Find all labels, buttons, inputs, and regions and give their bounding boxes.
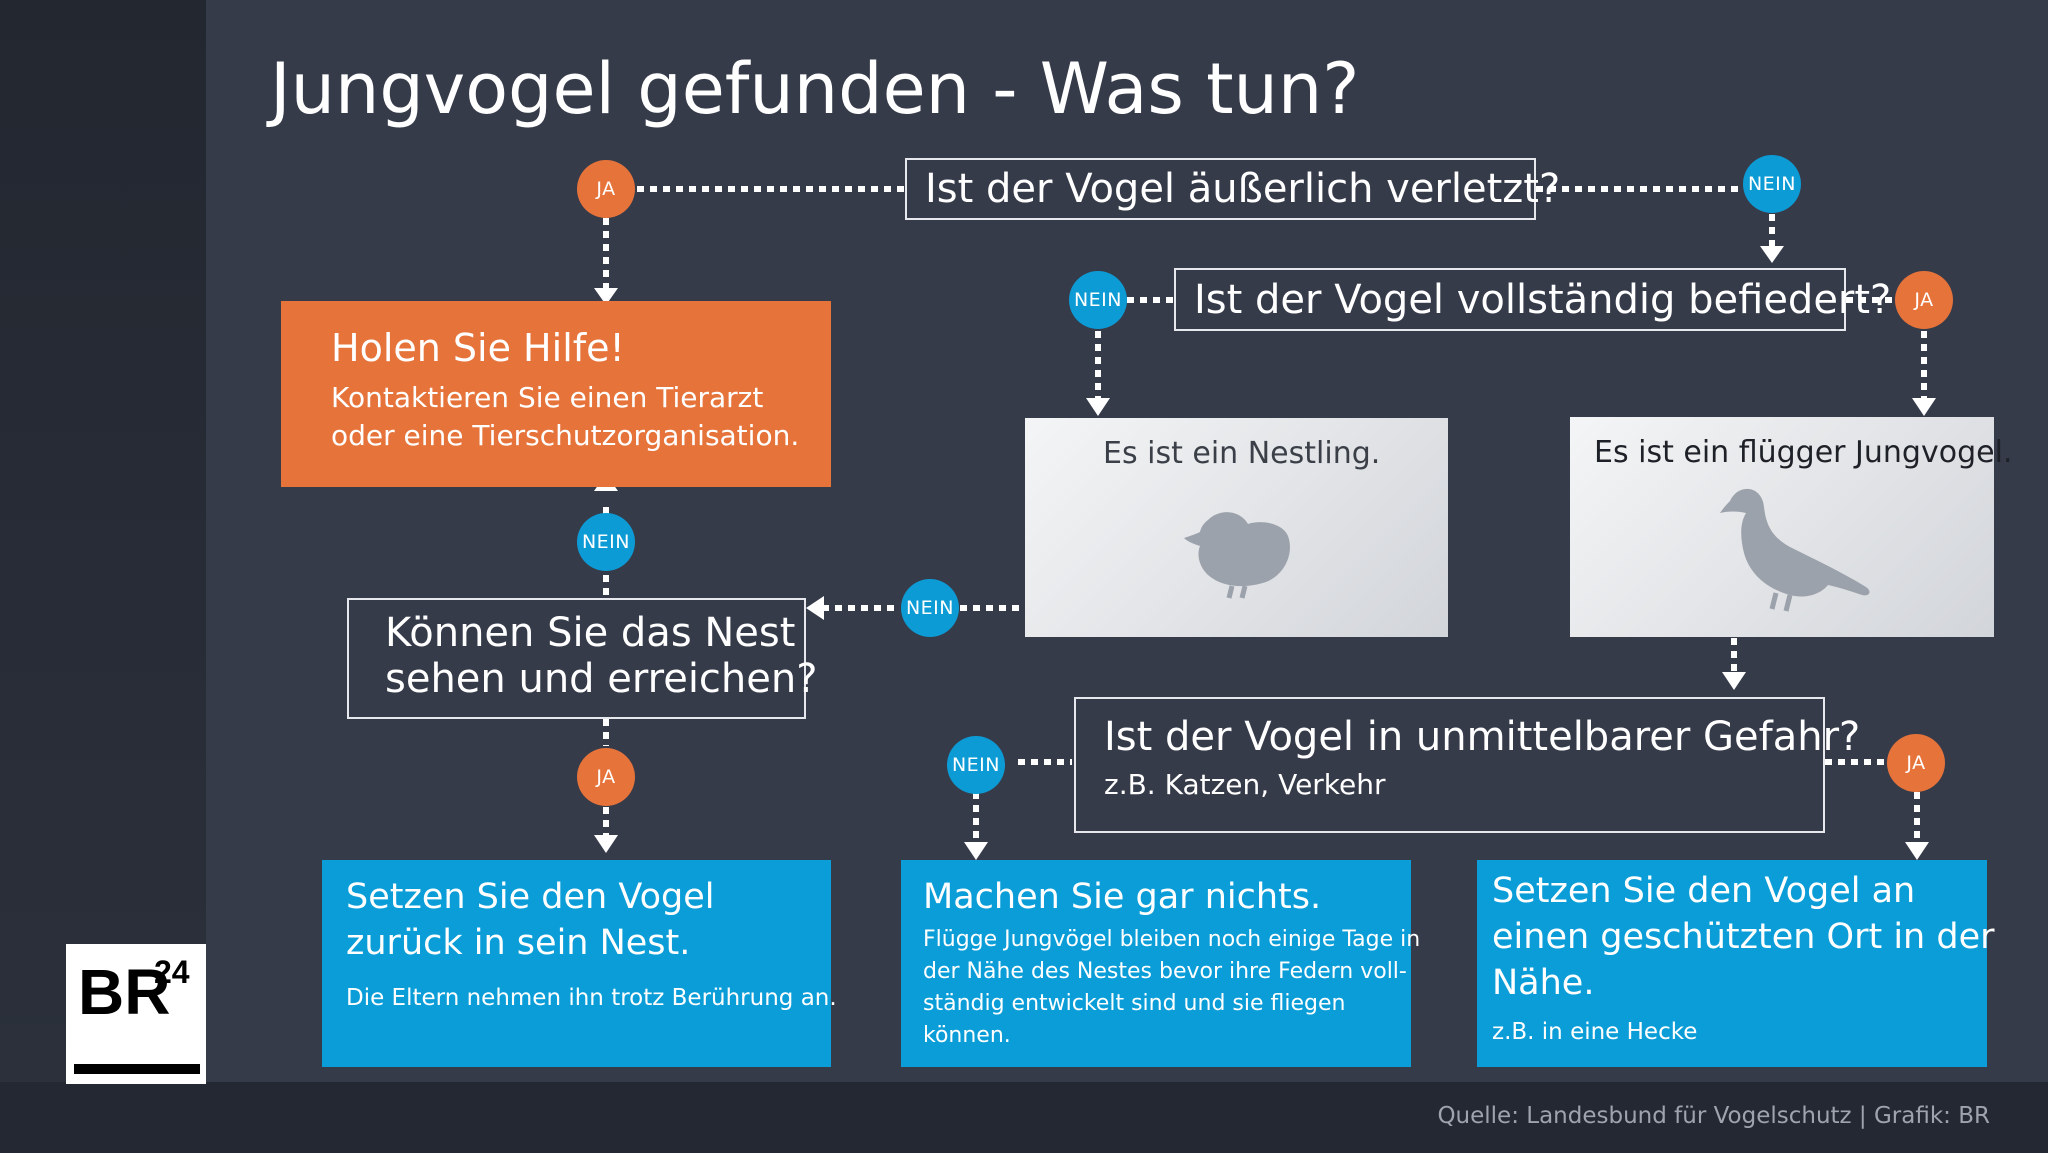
question-feathered: Ist der Vogel vollständig befiedert?: [1174, 268, 1891, 331]
badge-no-nestling: NEIN: [901, 579, 959, 637]
badge-no-nest: NEIN: [577, 513, 635, 571]
source-credit: Quelle: Landesbund für Vogelschutz | Gra…: [1437, 1103, 1990, 1129]
question-danger-sub: z.B. Katzen, Verkehr: [1104, 768, 1386, 801]
question-injured: Ist der Vogel äußerlich verletzt?: [905, 158, 1560, 220]
action-do-nothing: Machen Sie gar nichts. Flügge Jungvögel …: [901, 860, 1421, 1067]
back-to-nest-heading-2: zurück in sein Nest.: [346, 923, 691, 963]
question-danger-text: Ist der Vogel in unmittelbarer Gefahr?: [1104, 714, 1861, 760]
logo-bar: [74, 1064, 200, 1074]
badge-no-injured: NEIN: [1743, 155, 1801, 213]
action-back-to-nest: Setzen Sie den Vogel zurück in sein Nest…: [322, 860, 837, 1067]
badge-yes-injured: JA: [577, 160, 635, 218]
help-heading: Holen Sie Hilfe!: [331, 326, 625, 370]
do-nothing-heading: Machen Sie gar nichts.: [923, 877, 1322, 917]
safe-place-text: z.B. in eine Hecke: [1492, 1019, 1698, 1045]
safe-place-heading-3: Nähe.: [1492, 963, 1595, 1003]
nestling-box: Es ist ein Nestling.: [1025, 418, 1448, 637]
safe-place-heading-2: einen geschützten Ort in der: [1492, 917, 1995, 957]
bird-icon: [1720, 488, 1870, 612]
question-injured-text: Ist der Vogel äußerlich verletzt?: [925, 166, 1561, 212]
question-nest-line-2: sehen und erreichen?: [385, 656, 818, 702]
page-title: Jungvogel gefunden - Was tun?: [270, 48, 1360, 130]
badge-yes-feathered: JA: [1895, 271, 1953, 329]
question-nest-line-1: Können Sie das Nest: [385, 610, 796, 656]
badge-no-feathered: NEIN: [1069, 271, 1127, 329]
help-line-1: Kontaktieren Sie einen Tierarzt: [331, 381, 764, 414]
safe-place-heading-1: Setzen Sie den Vogel an: [1492, 871, 1916, 911]
logo-text: BR: [78, 956, 171, 1028]
fledgling-label: Es ist ein flügger Jungvogel.: [1594, 435, 2013, 470]
fledgling-box: Es ist ein flügger Jungvogel.: [1570, 417, 2012, 637]
logo-sup: 24: [154, 954, 190, 990]
badge-yes-danger: JA: [1887, 734, 1945, 792]
question-nest: Können Sie das Nest sehen und erreichen?: [347, 598, 818, 719]
do-nothing-line-3: ständig entwickelt sind und sie fliegen: [923, 991, 1346, 1016]
badge-no-danger: NEIN: [947, 736, 1005, 794]
do-nothing-line-1: Flügge Jungvögel bleiben noch einige Tag…: [923, 927, 1421, 952]
back-to-nest-text: Die Eltern nehmen ihn trotz Berührung an…: [346, 985, 837, 1011]
do-nothing-line-4: können.: [923, 1023, 1011, 1048]
chick-icon: [1184, 512, 1290, 599]
br24-logo: BR 24: [66, 944, 206, 1084]
badge-yes-nest: JA: [577, 748, 635, 806]
do-nothing-line-2: der Nähe des Nestes bevor ihre Federn vo…: [923, 959, 1407, 984]
nestling-label: Es ist ein Nestling.: [1103, 436, 1381, 471]
help-box: Holen Sie Hilfe! Kontaktieren Sie einen …: [281, 301, 831, 487]
question-danger: Ist der Vogel in unmittelbarer Gefahr? z…: [1074, 697, 1861, 833]
back-to-nest-heading-1: Setzen Sie den Vogel: [346, 877, 715, 917]
action-safe-place: Setzen Sie den Vogel an einen geschützte…: [1477, 860, 1995, 1067]
left-strip: [0, 0, 206, 1082]
footer-bar: [0, 1082, 2048, 1153]
question-feathered-text: Ist der Vogel vollständig befiedert?: [1194, 276, 1892, 323]
help-line-2: oder eine Tierschutzorganisation.: [331, 419, 800, 452]
